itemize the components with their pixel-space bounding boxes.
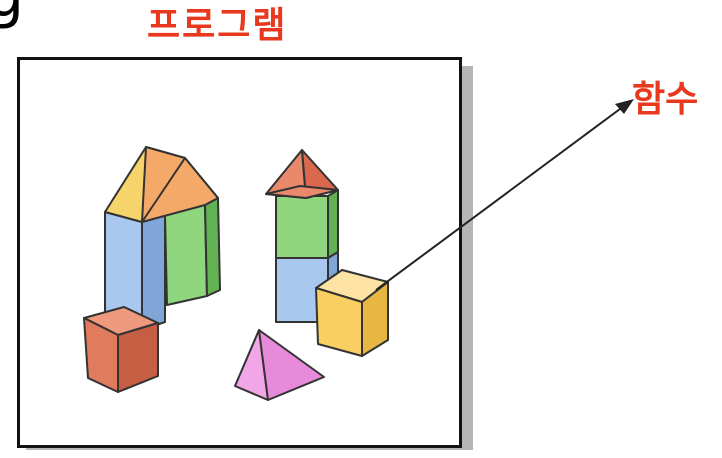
function-label: 함수 (632, 79, 699, 120)
green-cube-block (275, 189, 339, 259)
roof-block-left (104, 146, 219, 223)
program-label: 프로그램 (147, 5, 288, 46)
roof-block-right (265, 149, 339, 199)
red-cube-block (83, 306, 159, 393)
cropped-heading-fragment: g (0, 0, 24, 26)
yellow-cube-block (315, 269, 389, 357)
blue-pillar-block (104, 211, 166, 331)
pink-prism-block (234, 329, 325, 401)
arrow-icon (375, 99, 634, 291)
